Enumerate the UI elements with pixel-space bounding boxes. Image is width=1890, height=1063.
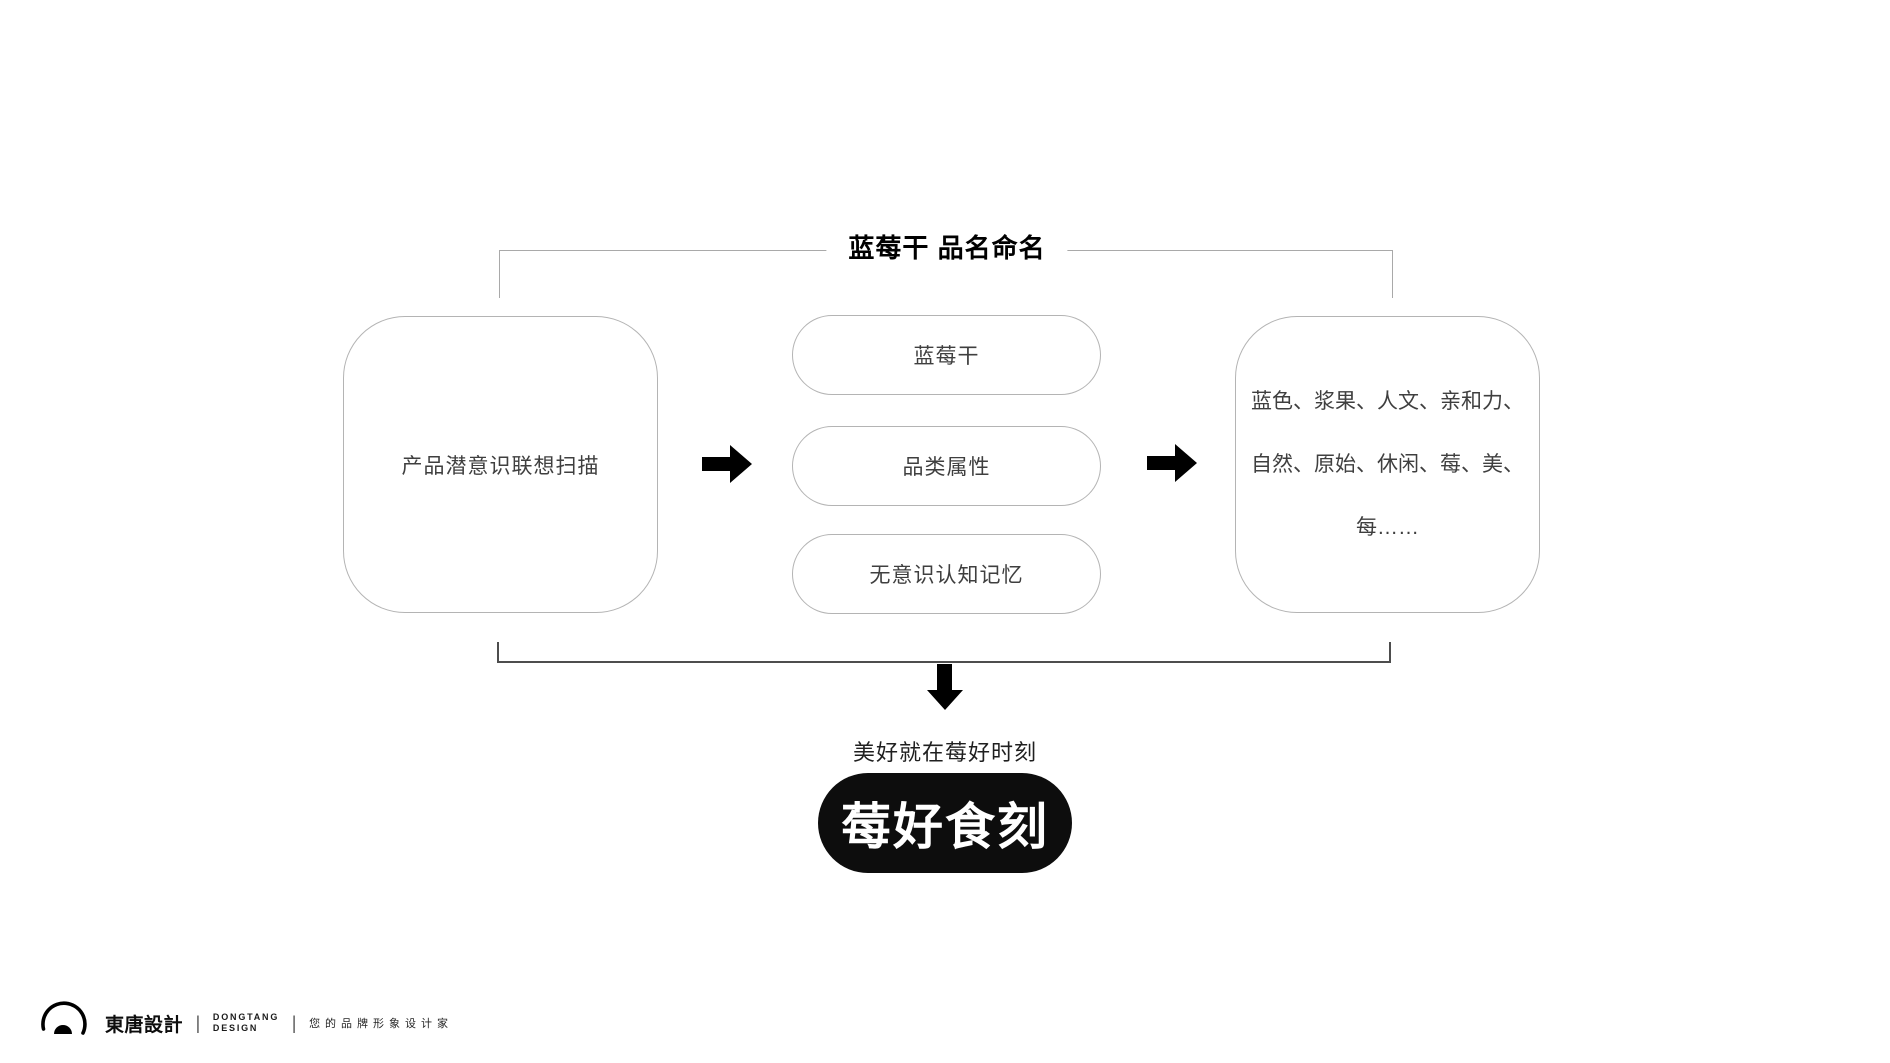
footer-logo-bar: 東唐設計 | DONGTANG DESIGN | 您的品牌形象设计家 (40, 1000, 453, 1046)
association-line: 每…… (1356, 516, 1419, 539)
down-arrow-icon (927, 664, 963, 710)
footer-divider: | (292, 1012, 297, 1034)
right-arrow-icon (702, 445, 752, 483)
middle-box-blueberry: 蓝莓干 (792, 315, 1101, 395)
middle-box-label: 品类属性 (902, 456, 991, 479)
footer-divider: | (196, 1012, 200, 1034)
logo-english-name: DONGTANG DESIGN (213, 1012, 279, 1034)
left-box-label: 产品潜意识联想扫描 (401, 454, 600, 478)
right-box-associations: 蓝色、浆果、人文、亲和力、 自然、原始、休闲、莓、美、 每…… (1235, 316, 1540, 613)
association-line: 自然、原始、休闲、莓、美、 (1251, 453, 1524, 476)
logo-english-line1: DONGTANG (212, 1012, 280, 1022)
footer-slogan: 您的品牌形象设计家 (309, 1018, 454, 1030)
association-line: 蓝色、浆果、人文、亲和力、 (1251, 390, 1524, 413)
brand-tagline: 美好就在莓好时刻 (852, 740, 1037, 765)
top-bracket-left-stub (499, 250, 500, 298)
middle-box-label: 蓝莓干 (913, 345, 980, 368)
logo-english-line2: DESIGN (212, 1023, 259, 1033)
middle-box-memory: 无意识认知记忆 (792, 534, 1101, 614)
top-bracket-right-stub (1392, 250, 1393, 298)
bottom-bracket-right-stub (1389, 642, 1391, 662)
right-arrow-icon (1147, 444, 1197, 482)
dongtang-logo-icon (41, 1001, 87, 1035)
logo-chinese-name: 東唐設計 (105, 1014, 184, 1036)
brand-name-pill: 莓好食刻 (818, 773, 1072, 873)
page-title: 蓝莓干 品名命名 (826, 230, 1068, 266)
brand-name-text: 莓好食刻 (841, 799, 1049, 855)
left-box-product-scan: 产品潜意识联想扫描 (343, 316, 658, 613)
bottom-bracket-line (497, 661, 1391, 663)
bottom-bracket-left-stub (497, 642, 499, 662)
middle-box-category: 品类属性 (792, 426, 1101, 506)
middle-box-label: 无意识认知记忆 (869, 564, 1024, 587)
